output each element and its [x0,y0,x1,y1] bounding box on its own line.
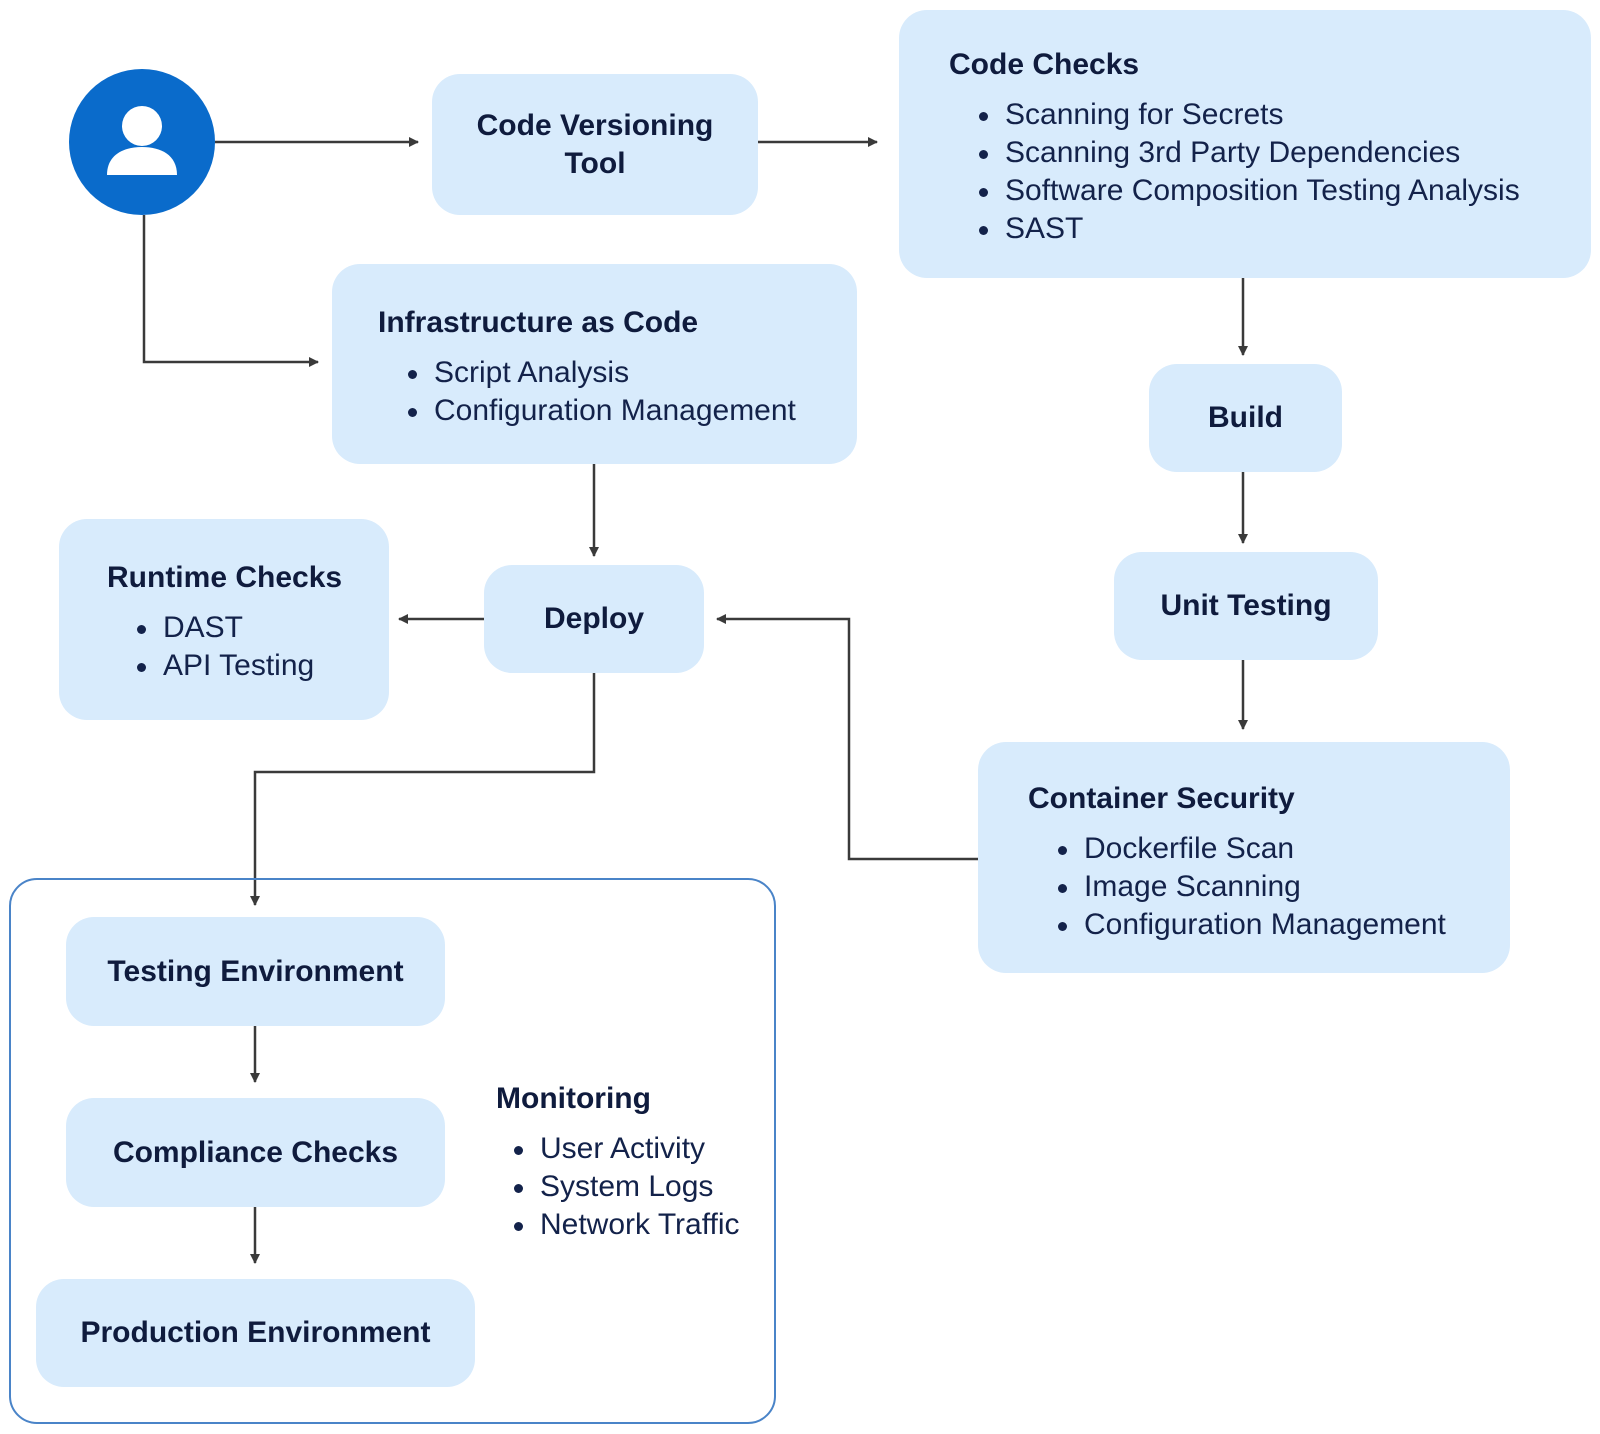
runtime-checks-item: DAST [137,609,389,647]
iac-item: Configuration Management [408,392,857,430]
arrow-user-to-iac [142,215,319,367]
user-avatar [69,69,215,215]
compliance-checks-box: Compliance Checks [66,1098,445,1207]
build-title: Build [1208,401,1283,434]
runtime-checks-item: API Testing [137,647,389,685]
deploy-box: Deploy [484,565,704,673]
container-security-item: Image Scanning [1058,868,1510,906]
iac-title: Infrastructure as Code [378,306,699,339]
production-environment-title: Production Environment [80,1316,431,1349]
runtime-checks-list: DAST API Testing [137,609,389,685]
compliance-checks-title: Compliance Checks [112,1135,399,1169]
iac-item: Script Analysis [408,354,857,392]
environment-group [9,878,776,1424]
monitoring-title: Monitoring [496,1082,651,1115]
code-checks-title: Code Checks [949,48,1140,81]
code-versioning-box: Code Versioning Tool [432,74,758,215]
container-security-title: Container Security [1028,782,1295,815]
arrow-deploy-to-testing [250,673,596,906]
monitoring-list: User Activity System Logs Network Traffi… [514,1130,740,1244]
user-icon [107,106,177,175]
code-checks-item: Scanning for Secrets [979,96,1591,134]
code-checks-item: Scanning 3rd Party Dependencies [979,134,1591,172]
container-security-item: Dockerfile Scan [1058,830,1510,868]
production-environment-box: Production Environment [36,1279,475,1387]
code-checks-list: Scanning for Secrets Scanning 3rd Party … [979,96,1591,248]
unit-testing-title: Unit Testing [1160,589,1332,622]
monitoring-section: Monitoring User Activity System Logs Net… [496,1080,740,1244]
runtime-checks-title: Runtime Checks [107,561,343,594]
arrow-container-to-deploy [716,614,978,861]
container-security-box: Container Security Dockerfile Scan Image… [978,742,1510,973]
code-versioning-title: Code Versioning Tool [476,108,714,180]
monitoring-item: User Activity [514,1130,740,1168]
monitoring-item: Network Traffic [514,1206,740,1244]
monitoring-item: System Logs [514,1168,740,1206]
deploy-title: Deploy [543,602,645,635]
code-checks-box: Code Checks Scanning for Secrets Scannin… [899,10,1591,278]
testing-environment-box: Testing Environment [66,917,445,1026]
unit-testing-box: Unit Testing [1114,552,1378,660]
runtime-checks-box: Runtime Checks DAST API Testing [59,519,389,720]
container-security-list: Dockerfile Scan Image Scanning Configura… [1058,830,1510,944]
code-checks-item: Software Composition Testing Analysis [979,172,1591,210]
code-checks-item: SAST [979,210,1591,248]
container-security-item: Configuration Management [1058,906,1510,944]
build-box: Build [1149,364,1342,472]
iac-list: Script Analysis Configuration Management [408,354,857,430]
testing-environment-title: Testing Environment [107,954,404,988]
iac-box: Infrastructure as Code Script Analysis C… [332,264,857,464]
